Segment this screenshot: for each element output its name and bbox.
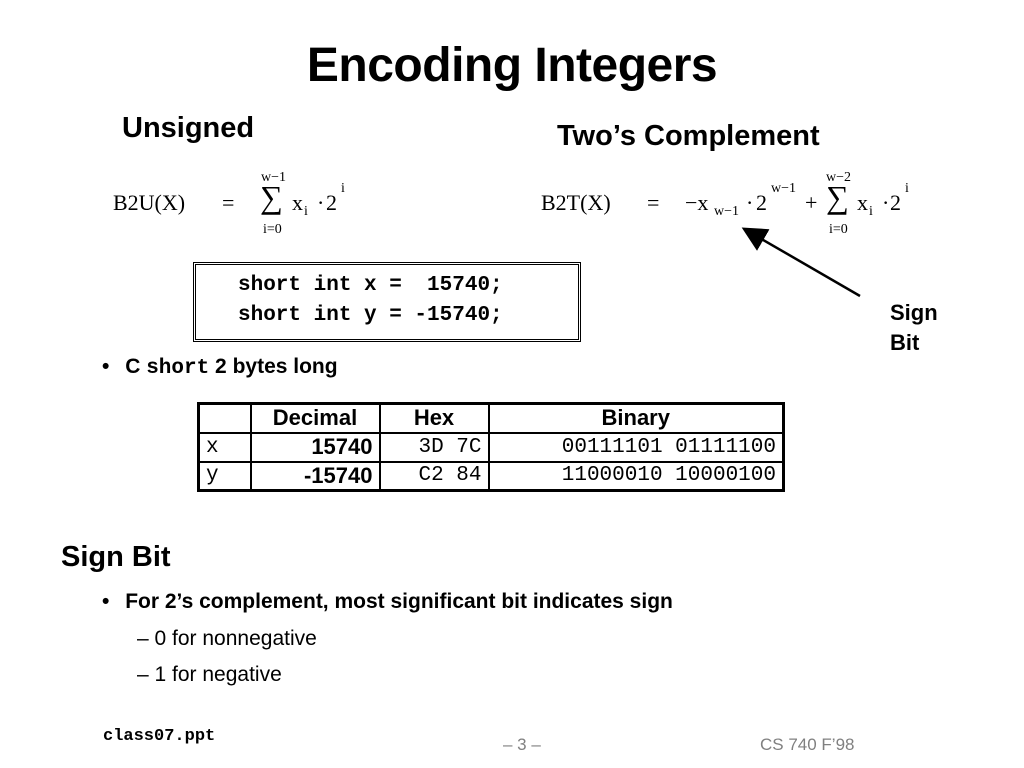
bullet-prefix: C	[125, 355, 147, 378]
b2u-term: x	[292, 190, 303, 215]
b2t-sigma: ∑	[826, 179, 849, 215]
sign-bit-label: Sign Bit	[890, 298, 938, 358]
bullet-dot: •	[102, 355, 110, 378]
b2u-exp: i	[341, 181, 345, 196]
table-row: y -15740 C2 84 11000010 10000100	[197, 460, 785, 492]
bullet-short-size: • C short 2 bytes long	[102, 355, 338, 380]
twos-complement-heading: Two’s Complement	[557, 120, 820, 152]
row-label-y: y	[197, 460, 252, 492]
bullet-mono-short: short	[146, 357, 210, 380]
footer-page-number: – 3 –	[503, 735, 541, 754]
b2t-exp2: i	[905, 181, 909, 196]
b2t-equals: =	[647, 190, 660, 215]
sign-bit-heading: Sign Bit	[61, 541, 171, 573]
bullet-dot: •	[102, 590, 110, 613]
cell-binary-x: 00111101 01111100	[487, 431, 785, 463]
b2t-exp1: w−1	[771, 181, 797, 196]
cell-hex-x: 3D 7C	[378, 431, 490, 463]
b2t-sum-upper: w−2	[826, 170, 852, 185]
sign-bit-label-line1: Sign	[890, 300, 938, 325]
unsigned-heading: Unsigned	[122, 112, 255, 144]
code-line-y: short int y = -15740;	[238, 304, 503, 327]
cell-hex-y: C2 84	[378, 460, 490, 492]
b2t-dot2: ·	[882, 190, 890, 215]
b2u-equals: =	[222, 190, 235, 215]
sign-bit-label-line2: Bit	[890, 330, 920, 355]
b2t-plus: +	[805, 190, 818, 215]
code-box: short int x = 15740; short int y = -1574…	[193, 262, 581, 342]
b2t-two2: 2	[890, 190, 901, 215]
row-label-x: x	[197, 431, 252, 463]
sub-bullet-nonnegative: – 0 for nonnegative	[137, 627, 317, 650]
b2u-two: 2	[326, 190, 337, 215]
table-row: x 15740 3D 7C 00111101 01111100	[197, 431, 785, 463]
table-header-empty	[197, 402, 252, 434]
b2u-sum-lower: i=0	[263, 222, 282, 237]
b2u-sigma: ∑	[260, 179, 283, 215]
cell-decimal-y: -15740	[249, 460, 381, 492]
integer-table: Decimal Hex Binary x 15740 3D 7C 0011110…	[197, 402, 785, 492]
b2t-neg-term: −x	[685, 190, 709, 215]
sub-bullet-negative: – 1 for negative	[137, 663, 282, 686]
b2t-two1: 2	[756, 190, 767, 215]
cell-decimal-x: 15740	[249, 431, 381, 463]
table-header-binary: Binary	[487, 402, 785, 434]
footer-course: CS 740 F’98	[760, 735, 855, 754]
cell-binary-y: 11000010 10000100	[487, 460, 785, 492]
b2t-dot1: ·	[746, 190, 754, 215]
bullet-sign-bit-point: • For 2’s complement, most significant b…	[102, 590, 673, 614]
table-header-row: Decimal Hex Binary	[197, 402, 785, 434]
table-header-decimal: Decimal	[249, 402, 381, 434]
slide-title: Encoding Integers	[306, 39, 718, 92]
b2t-lhs: B2T(X)	[541, 190, 611, 215]
b2t-neg-sub: w−1	[714, 204, 740, 219]
bullet-suffix: 2 bytes long	[209, 355, 338, 378]
code-line-x: short int x = 15740;	[238, 274, 503, 297]
sign-bit-arrow	[741, 227, 861, 298]
footer-filename: class07.ppt	[103, 727, 216, 746]
sign-bit-point-text: For 2’s complement, most significant bit…	[125, 590, 673, 613]
b2u-dot: ·	[317, 190, 325, 215]
b2t-term-sub: i	[869, 204, 873, 219]
b2u-term-sub: i	[304, 204, 308, 219]
b2t-term: x	[857, 190, 868, 215]
b2t-sum-lower: i=0	[829, 222, 848, 237]
table-header-hex: Hex	[378, 402, 490, 434]
b2u-sum-upper: w−1	[261, 170, 287, 185]
b2u-lhs: B2U(X)	[113, 190, 186, 215]
